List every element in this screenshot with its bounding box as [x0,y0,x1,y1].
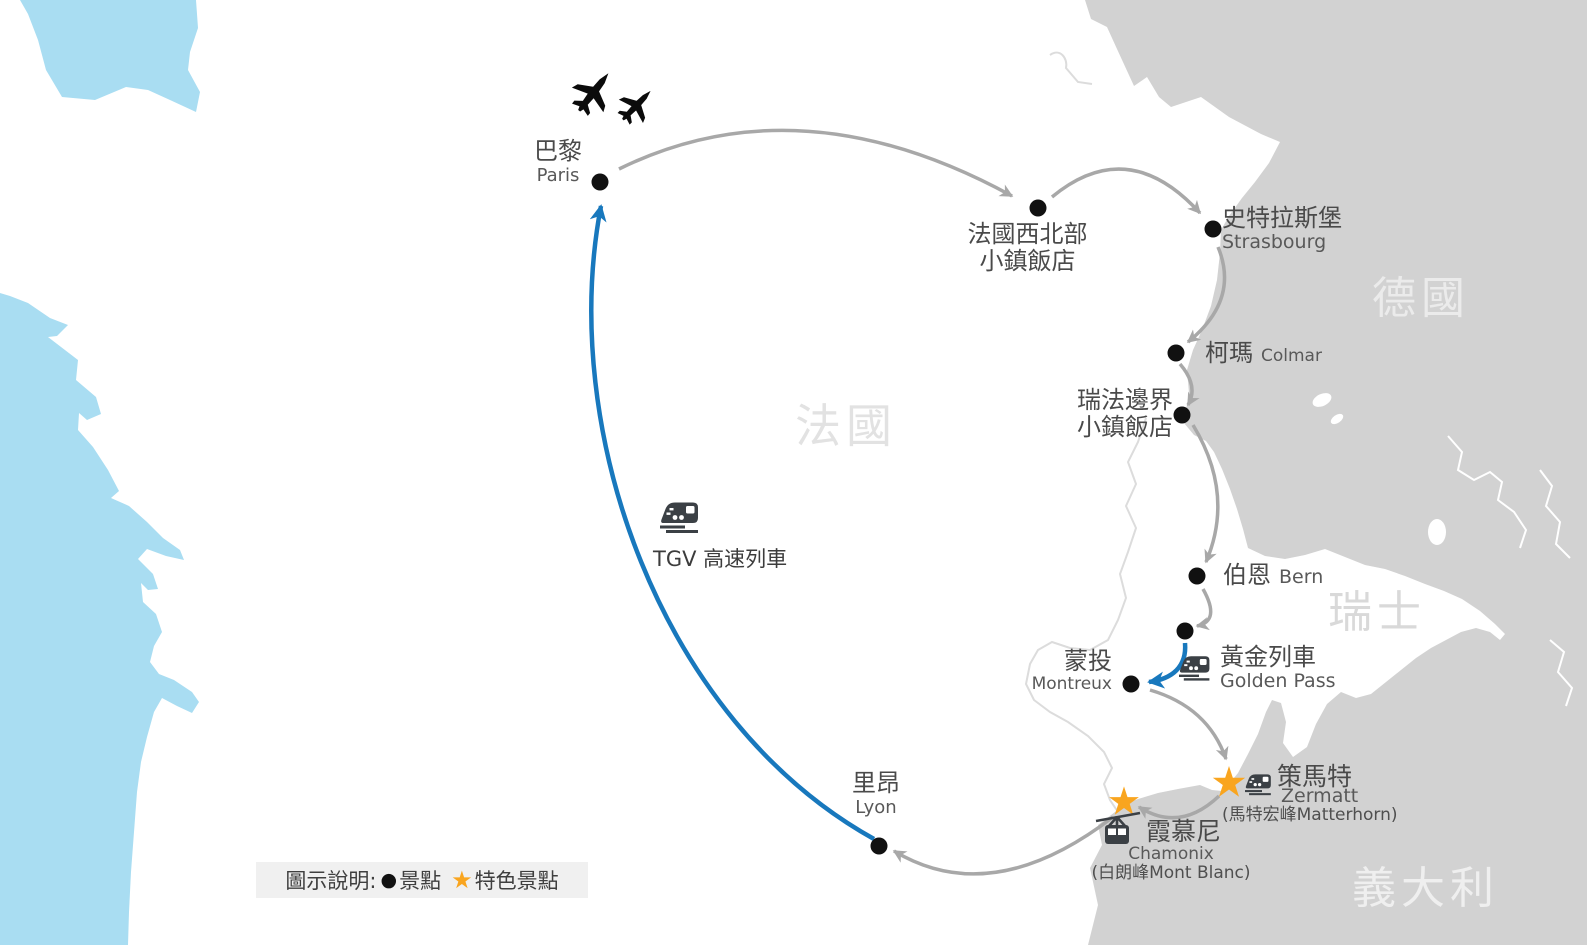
legend-star-icon: ★ [451,866,473,894]
tgv-train-icon [660,502,698,533]
label-golden-pass: 黃金列車 Golden Pass [1220,644,1336,692]
route-colmar-to-border-hotel [1178,362,1200,407]
marker-montreux-junction [1176,622,1194,640]
marker-montreux [1122,675,1140,693]
bern-en: Bern [1279,566,1324,588]
colmar-en: Colmar [1261,346,1322,366]
label-montreux: 蒙投 Montreux [1020,648,1112,694]
route-zermatt-to-chamonix [1137,794,1221,820]
border-line [1447,435,1528,549]
label-colmar: 柯瑪 Colmar [1205,340,1322,367]
sea-english-channel [20,0,200,112]
route-paris-to-nw-hotel [618,128,1014,198]
label-zermatt-en: Zermatt [1281,785,1359,807]
marker-colmar [1167,344,1185,362]
border-hotel-line1: 瑞法邊界 [1077,386,1173,414]
country-label-switzerland: 瑞士 [1328,587,1426,638]
label-tgv: TGV 高速列車 [653,547,788,571]
golden-pass-zh: 黃金列車 [1220,643,1316,671]
country-label-italy: 義大利 [1352,863,1499,914]
label-paris: 巴黎 Paris [522,137,594,187]
route-nw-hotel-to-strasbourg [1050,167,1202,215]
landmass-germany-switzerland-italy [1085,0,1587,945]
route-montreux-to-zermatt [1149,688,1229,761]
airplane-icon [610,79,663,132]
marker-nw-hotel [1029,199,1047,217]
route-strasbourg-to-colmar [1186,246,1227,344]
label-nw-hotel: 法國西北部 小鎮飯店 [950,221,1105,275]
country-label-france: 法國 [795,399,897,453]
label-chamonix-zh: 霞慕尼 [1146,817,1222,846]
strasbourg-zh: 史特拉斯堡 [1222,204,1342,232]
chamonix-en: Chamonix [1128,844,1214,864]
label-strasbourg: 史特拉斯堡 Strasbourg [1222,205,1342,253]
label-chamonix-en: Chamonix (白朗峰Mont Blanc) [1085,845,1257,883]
marker-lyon [870,837,888,855]
route-golden-pass-rail [1147,642,1188,689]
label-bern: 伯恩 Bern [1223,562,1323,589]
route-chamonix-to-lyon [892,815,1115,876]
marker-strasbourg [1204,220,1222,238]
border-line [1539,469,1571,559]
legend-dot-icon: ● [380,869,398,891]
country-label-germany: 德國 [1372,273,1470,324]
montreux-zh: 蒙投 [1064,647,1112,675]
paris-en: Paris [536,165,580,186]
border-line-light [1024,417,1147,813]
nw-hotel-line2: 小鎮飯店 [979,247,1076,275]
lake [1330,413,1344,425]
legend-title: 圖示說明: [285,869,377,893]
route-bern-to-montreux-junction [1195,588,1213,631]
lyon-zh: 里昂 [852,769,900,797]
border-hotel-line2: 小鎮飯店 [1077,413,1173,441]
bern-zh: 伯恩 [1223,561,1271,589]
label-border-hotel: 瑞法邊界 小鎮飯店 [1040,387,1173,441]
route-border-hotel-to-bern [1191,424,1220,564]
lyon-en: Lyon [855,797,897,818]
label-zermatt-note: (馬特宏峰Matterhorn) [1222,805,1398,825]
chamonix-note: (白朗峰Mont Blanc) [1091,863,1251,883]
montreux-en: Montreux [1031,674,1112,694]
route-tgv-lyon-to-paris [589,204,876,841]
legend-star-label: 特色景點 [474,869,559,893]
golden-pass-en: Golden Pass [1220,670,1336,692]
marker-paris [591,173,609,191]
paris-zh: 巴黎 [534,137,582,165]
colmar-zh: 柯瑪 [1205,339,1253,367]
legend-dot-label: 景點 [399,869,442,893]
border-line-light [1049,51,1093,85]
nw-hotel-line1: 法國西北部 [967,220,1088,248]
lake [1312,393,1332,407]
marker-border-hotel [1173,406,1191,424]
sea-atlantic [0,293,199,945]
strasbourg-en: Strasbourg [1222,231,1327,253]
border-line [1549,639,1574,707]
airplane-icon [563,60,625,124]
legend: 圖示說明: ● 景點 ★ 特色景點 [256,862,588,898]
label-zermatt-zh: 策馬特 [1277,762,1353,791]
lake [1428,519,1446,545]
label-lyon: 里昂 Lyon [842,769,910,819]
marker-bern [1188,567,1206,585]
